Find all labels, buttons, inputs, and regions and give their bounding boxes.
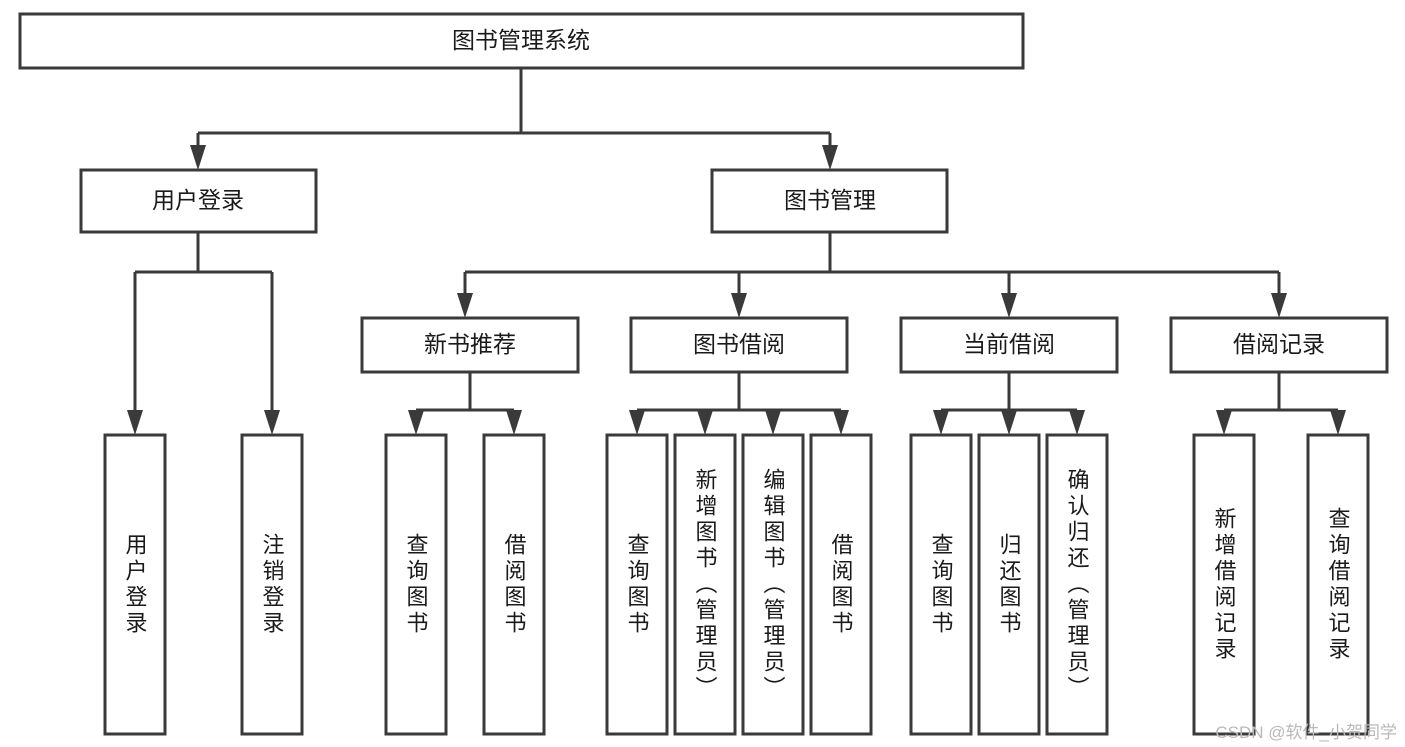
node-borrow-record[interactable]: 借阅记录 (1169, 316, 1389, 374)
leaf-borrow-book-1[interactable]: 借阅图书 (482, 433, 546, 736)
leaf-user-login-label: 用户登录 (123, 533, 148, 637)
arrowhead-leaf-query-book-2 (629, 410, 645, 435)
leaf-query-book-1-label: 查询图书 (404, 533, 429, 637)
node-book-manage[interactable]: 图书管理 (710, 168, 949, 234)
node-borrow-record-box[interactable] (1169, 316, 1389, 374)
leaf-logout[interactable]: 注销登录 (240, 433, 304, 736)
leaf-return-book-box[interactable] (977, 433, 1041, 736)
arrowhead-leaf-return-book (1001, 410, 1017, 435)
node-root-label: 图书管理系统 (452, 27, 590, 53)
leaf-add-record[interactable]: 新增借阅记录 (1192, 433, 1256, 736)
arrowhead-leaf-borrow-book-2 (833, 410, 849, 435)
leaf-query-book-3-box[interactable] (909, 433, 973, 736)
node-root-box[interactable] (18, 12, 1025, 70)
leaf-add-record-label: 新增借阅记录 (1212, 507, 1237, 663)
node-borrow-record-label: 借阅记录 (1233, 331, 1325, 357)
node-book-borrow-box[interactable] (629, 316, 849, 374)
node-root[interactable]: 图书管理系统 (18, 12, 1025, 70)
leaf-query-book-2-label: 查询图书 (625, 533, 650, 637)
leaf-add-book-box[interactable] (673, 433, 737, 736)
node-book-borrow-label: 图书借阅 (693, 331, 785, 357)
leaf-return-book-label: 归还图书 (997, 533, 1022, 637)
leaf-confirm-return[interactable]: 确认归还（管理员） (1045, 433, 1109, 736)
arrowhead-leaf-add-book (697, 410, 713, 435)
leaf-query-book-1[interactable]: 查询图书 (384, 433, 448, 736)
leaf-borrow-book-1-label: 借阅图书 (502, 533, 527, 637)
arrowhead-leaf-user-login (127, 410, 143, 435)
arrowhead-leaf-logout (264, 410, 280, 435)
node-current-borrow-box[interactable] (899, 316, 1119, 374)
node-user-login-label: 用户登录 (152, 187, 244, 213)
leaf-user-login[interactable]: 用户登录 (103, 433, 167, 736)
leaf-query-book-2[interactable]: 查询图书 (605, 433, 669, 736)
arrowhead-bookmanage (822, 145, 838, 170)
arrowhead-userlogin (190, 145, 206, 170)
node-new-book-recommend[interactable]: 新书推荐 (360, 316, 580, 374)
leaf-add-record-box[interactable] (1192, 433, 1256, 736)
leaf-borrow-book-2[interactable]: 借阅图书 (809, 433, 873, 736)
leaf-borrow-book-2-label: 借阅图书 (829, 533, 854, 637)
leaf-edit-book[interactable]: 编辑图书（管理员） (741, 433, 805, 736)
node-current-borrow[interactable]: 当前借阅 (899, 316, 1119, 374)
leaf-query-book-2-box[interactable] (605, 433, 669, 736)
arrowhead-borrow-record (1271, 293, 1287, 318)
node-user-login-box[interactable] (79, 168, 318, 234)
csdn-watermark: CSDN @软件_小贺同学 (1215, 723, 1397, 742)
arrowhead-leaf-edit-book (765, 410, 781, 435)
leaf-edit-book-box[interactable] (741, 433, 805, 736)
leaf-query-record[interactable]: 查询借阅记录 (1306, 433, 1370, 736)
leaf-add-book-label: 新增图书（管理员） (693, 468, 718, 702)
leaf-query-book-1-box[interactable] (384, 433, 448, 736)
leaf-query-record-label: 查询借阅记录 (1326, 507, 1351, 663)
leaf-borrow-book-1-box[interactable] (482, 433, 546, 736)
leaf-add-book[interactable]: 新增图书（管理员） (673, 433, 737, 736)
arrowhead-leaf-borrow-book-1 (506, 410, 522, 435)
leaf-confirm-return-box[interactable] (1045, 433, 1109, 736)
leaf-query-book-3-label: 查询图书 (929, 533, 954, 637)
leaf-return-book[interactable]: 归还图书 (977, 433, 1041, 736)
arrowhead-leaf-query-book-1 (408, 410, 424, 435)
leaf-borrow-book-2-box[interactable] (809, 433, 873, 736)
node-user-login[interactable]: 用户登录 (79, 168, 318, 234)
node-book-manage-label: 图书管理 (784, 187, 876, 213)
leaf-query-record-box[interactable] (1306, 433, 1370, 736)
arrowhead-leaf-add-record (1216, 410, 1232, 435)
arrowhead-new-book-recommend (457, 293, 473, 318)
node-book-manage-box[interactable] (710, 168, 949, 234)
node-new-book-recommend-box[interactable] (360, 316, 580, 374)
leaf-confirm-return-label: 确认归还（管理员） (1065, 468, 1090, 702)
arrowhead-current-borrow (1001, 293, 1017, 318)
connector-group (127, 68, 1346, 435)
leaf-user-login-box[interactable] (103, 433, 167, 736)
arrowhead-leaf-confirm-return (1069, 410, 1085, 435)
node-book-borrow[interactable]: 图书借阅 (629, 316, 849, 374)
leaf-logout-label: 注销登录 (260, 533, 285, 637)
leaf-logout-box[interactable] (240, 433, 304, 736)
node-current-borrow-label: 当前借阅 (963, 331, 1055, 357)
arrowhead-leaf-query-book-3 (933, 410, 949, 435)
leaf-edit-book-label: 编辑图书（管理员） (761, 468, 786, 702)
arrowhead-leaf-query-record (1330, 410, 1346, 435)
leaf-query-book-3[interactable]: 查询图书 (909, 433, 973, 736)
node-new-book-recommend-label: 新书推荐 (424, 331, 516, 357)
arrowhead-book-borrow (731, 293, 747, 318)
